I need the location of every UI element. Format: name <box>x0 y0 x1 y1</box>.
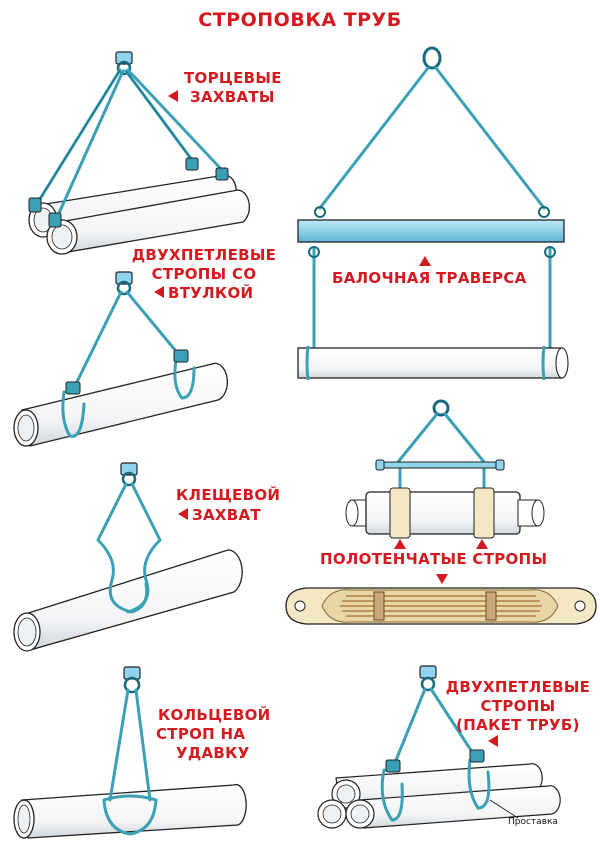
beam-traverse-label: БАЛОЧНАЯ ТРАВЕРСА <box>332 269 527 287</box>
ring-choke-label-line1: КОЛЬЦЕВОЙ <box>158 706 271 724</box>
ring-choke-illustration <box>13 666 247 839</box>
ring-choke-label-line3: УДАВКУ <box>176 744 250 762</box>
pipe-pack-illustration <box>317 665 561 829</box>
towel-slings-illustration <box>285 399 597 625</box>
marker-arrow-left-icon <box>488 735 498 747</box>
two-loop-sleeve-illustration <box>13 271 229 447</box>
two-loop-sleeve-label-line2: СТРОПЫ СО <box>151 265 257 283</box>
marker-arrow-left-icon <box>154 286 164 298</box>
tongs-label-line1: КЛЕЩЕВОЙ <box>176 486 281 504</box>
marker-arrow-up-icon <box>419 256 431 266</box>
marker-arrow-up-icon <box>476 539 488 549</box>
ring-choke-label-line2: СТРОП НА <box>156 725 246 743</box>
pipe-pack-label-line1: ДВУХПЕТЛЕВЫЕ <box>445 678 591 696</box>
marker-arrow-down-icon <box>436 574 448 584</box>
spacer-leader-line <box>489 799 519 819</box>
end-grips-label-line1: ТОРЦЕВЫЕ <box>184 69 282 87</box>
end-grips-illustration <box>28 51 250 255</box>
spacer-label: Проставка <box>508 817 558 827</box>
marker-arrow-up-icon <box>394 539 406 549</box>
pipe-pack-label-line3: (ПАКЕТ ТРУБ) <box>456 716 580 734</box>
tongs-label-line2: ЗАХВАТ <box>192 506 261 524</box>
tongs-grip-illustration <box>13 462 243 652</box>
pipe-pack-label-line2: СТРОПЫ <box>480 697 556 715</box>
end-grips-label-line2: ЗАХВАТЫ <box>190 88 275 106</box>
beam-traverse-illustration <box>297 46 569 381</box>
marker-arrow-left-icon <box>178 508 188 520</box>
marker-arrow-left-icon <box>168 90 178 102</box>
two-loop-sleeve-label-line1: ДВУХПЕТЛЕВЫЕ <box>131 246 277 264</box>
page-title: СТРОПОВКА ТРУБ <box>198 9 402 31</box>
towel-slings-label: ПОЛОТЕНЧАТЫЕ СТРОПЫ <box>320 550 548 568</box>
two-loop-sleeve-label-line3: ВТУЛКОЙ <box>168 284 254 302</box>
